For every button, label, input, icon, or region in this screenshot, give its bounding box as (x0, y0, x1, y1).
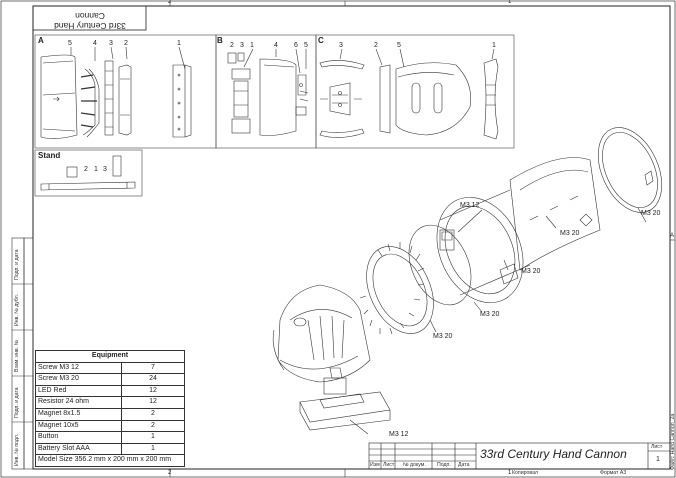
callout-label: M3 20 (521, 268, 541, 275)
side-stamp: Подп. и дата (14, 387, 20, 418)
panel-label: B (217, 36, 223, 45)
panel-label: Stand (38, 151, 61, 160)
panel-c: C 3 2 5 1 (316, 35, 514, 148)
sheet-label: Лист (651, 444, 663, 450)
part-number: 1 (492, 42, 496, 49)
side-stamp: Взам. инв. № (14, 339, 20, 372)
title-block-title: 33rd Century Hand Cannon (480, 447, 627, 461)
callout-label: M3 12 (460, 202, 480, 209)
col-date: Дата (458, 462, 470, 468)
part-number: 3 (109, 40, 113, 47)
part-number: 2 (84, 166, 88, 173)
zone-bottom-1: 1 (508, 470, 512, 476)
side-stamp: Инв. № дубл. (14, 293, 20, 326)
panel-label: A (38, 36, 44, 45)
callout-label: M3 20 (641, 210, 661, 217)
panel-stand-drawing (40, 155, 136, 191)
zone-right-a: A (670, 233, 675, 239)
part-number: 1 (177, 40, 181, 47)
panel-b-parts-drawing (227, 48, 309, 136)
part-number: 1 (94, 166, 98, 173)
panel-c-parts-drawing (319, 48, 499, 140)
col-list: Лист (383, 462, 395, 468)
callout-label: M3 20 (560, 230, 580, 237)
part-number: 5 (68, 40, 72, 47)
sheet-number: 1 (656, 456, 660, 463)
format-label: Формат А3 (600, 470, 627, 476)
col-izm: Изм (370, 462, 380, 468)
table-row: Screw M3 12 7 (35, 361, 185, 375)
part-number: 6 (294, 42, 298, 49)
callout-label: M3 20 (480, 311, 500, 318)
panel-stand: Stand 2 1 3 (35, 150, 142, 196)
callout-label: M3 12 (389, 431, 409, 438)
model-size: Model Size 356.2 mm x 200 mm x 200 mm (35, 454, 185, 467)
col-doc: № докум. (403, 462, 426, 468)
part-number: 4 (274, 42, 278, 49)
part-number: 4 (93, 40, 97, 47)
part-number: 3 (339, 42, 343, 49)
side-stamp: Инв. № подл. (14, 433, 20, 466)
zone-bottom-2: 2 (168, 470, 172, 476)
part-number: 5 (304, 42, 308, 49)
file-name: Файл: Hand Cannon_2a (670, 413, 676, 470)
part-number: 2 (230, 42, 234, 49)
part-number: 2 (374, 42, 378, 49)
panel-a: A 5 4 3 2 1 (35, 35, 216, 148)
part-number: 5 (397, 42, 401, 49)
part-number: 3 (240, 42, 244, 49)
part-number: 3 (103, 166, 107, 173)
panel-a-parts-drawing (40, 46, 192, 139)
callout-label: M3 20 (433, 333, 453, 340)
exploded-assembly-drawing (272, 127, 663, 435)
equipment-table: Equipment Screw M3 12 7 Screw M3 20 24 L… (35, 350, 185, 467)
side-stamp: Подп. и дата (14, 249, 20, 280)
panel-label: C (318, 36, 324, 45)
zone-top-1: 1 (508, 0, 512, 5)
part-number: 2 (124, 40, 128, 47)
panel-b: B 2 3 1 4 6 5 (216, 35, 316, 148)
zone-top-2: 2 (168, 0, 172, 5)
copied-label: Копировал (512, 470, 538, 476)
part-number: 1 (250, 42, 254, 49)
col-sign: Подп. (437, 462, 451, 468)
